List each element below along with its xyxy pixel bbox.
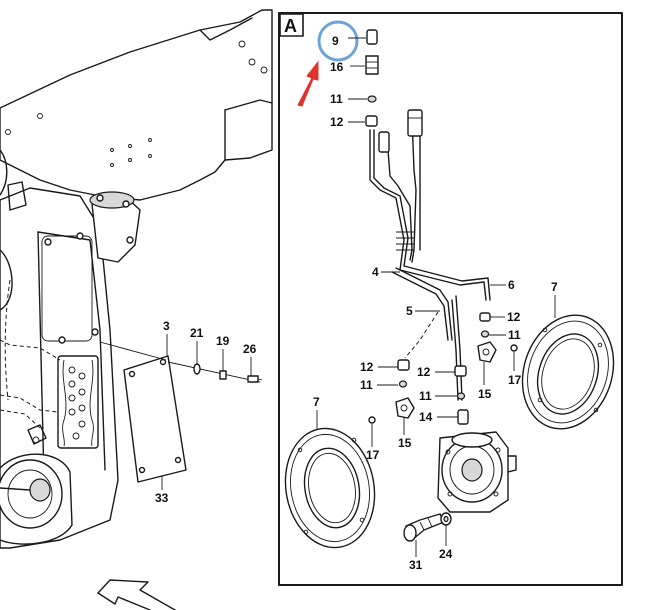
callout-3: 3 <box>163 319 170 333</box>
callout-11: 11 <box>508 328 521 342</box>
callout-26: 26 <box>243 342 257 356</box>
callout-31: 31 <box>409 558 423 572</box>
callout-15: 15 <box>398 436 412 450</box>
callout-15: 15 <box>478 387 492 401</box>
callout-7: 7 <box>551 280 558 294</box>
callout-7: 7 <box>313 395 320 409</box>
callout-11: 11 <box>330 92 343 106</box>
callout-6: 6 <box>508 278 515 292</box>
callout-4: 4 <box>372 265 379 279</box>
frame-label: A <box>284 16 297 36</box>
callout-12: 12 <box>507 310 521 324</box>
red-arrow <box>297 60 319 107</box>
detail-callouts: 9 16 11 12 4 5 6 7 12 11 17 15 12 11 12 … <box>313 34 558 572</box>
callout-5: 5 <box>406 304 413 318</box>
callout-17: 17 <box>508 373 522 387</box>
right-fittings <box>477 312 518 363</box>
callout-16: 16 <box>330 60 344 74</box>
hub-motor <box>437 431 517 513</box>
callout-11: 11 <box>360 378 373 392</box>
left-fittings <box>368 359 469 425</box>
callout-9: 9 <box>332 34 339 48</box>
hose-fittings <box>348 29 491 401</box>
callout-12: 12 <box>417 365 431 379</box>
bolt-washer <box>403 512 452 542</box>
callout-14: 14 <box>419 410 433 424</box>
callout-17: 17 <box>366 448 380 462</box>
callout-24: 24 <box>439 547 453 561</box>
flange-ring-right <box>521 314 615 430</box>
left-callouts: 3 21 19 26 33 <box>155 319 257 505</box>
callout-33: 33 <box>155 491 169 505</box>
callout-19: 19 <box>216 334 230 348</box>
highlight-circle <box>317 20 359 62</box>
callout-12: 12 <box>330 115 344 129</box>
flange-ring-left <box>284 427 376 549</box>
machine-assembly <box>0 9 273 610</box>
callout-11: 11 <box>419 389 432 403</box>
callout-21: 21 <box>190 326 204 340</box>
callout-12: 12 <box>360 360 374 374</box>
